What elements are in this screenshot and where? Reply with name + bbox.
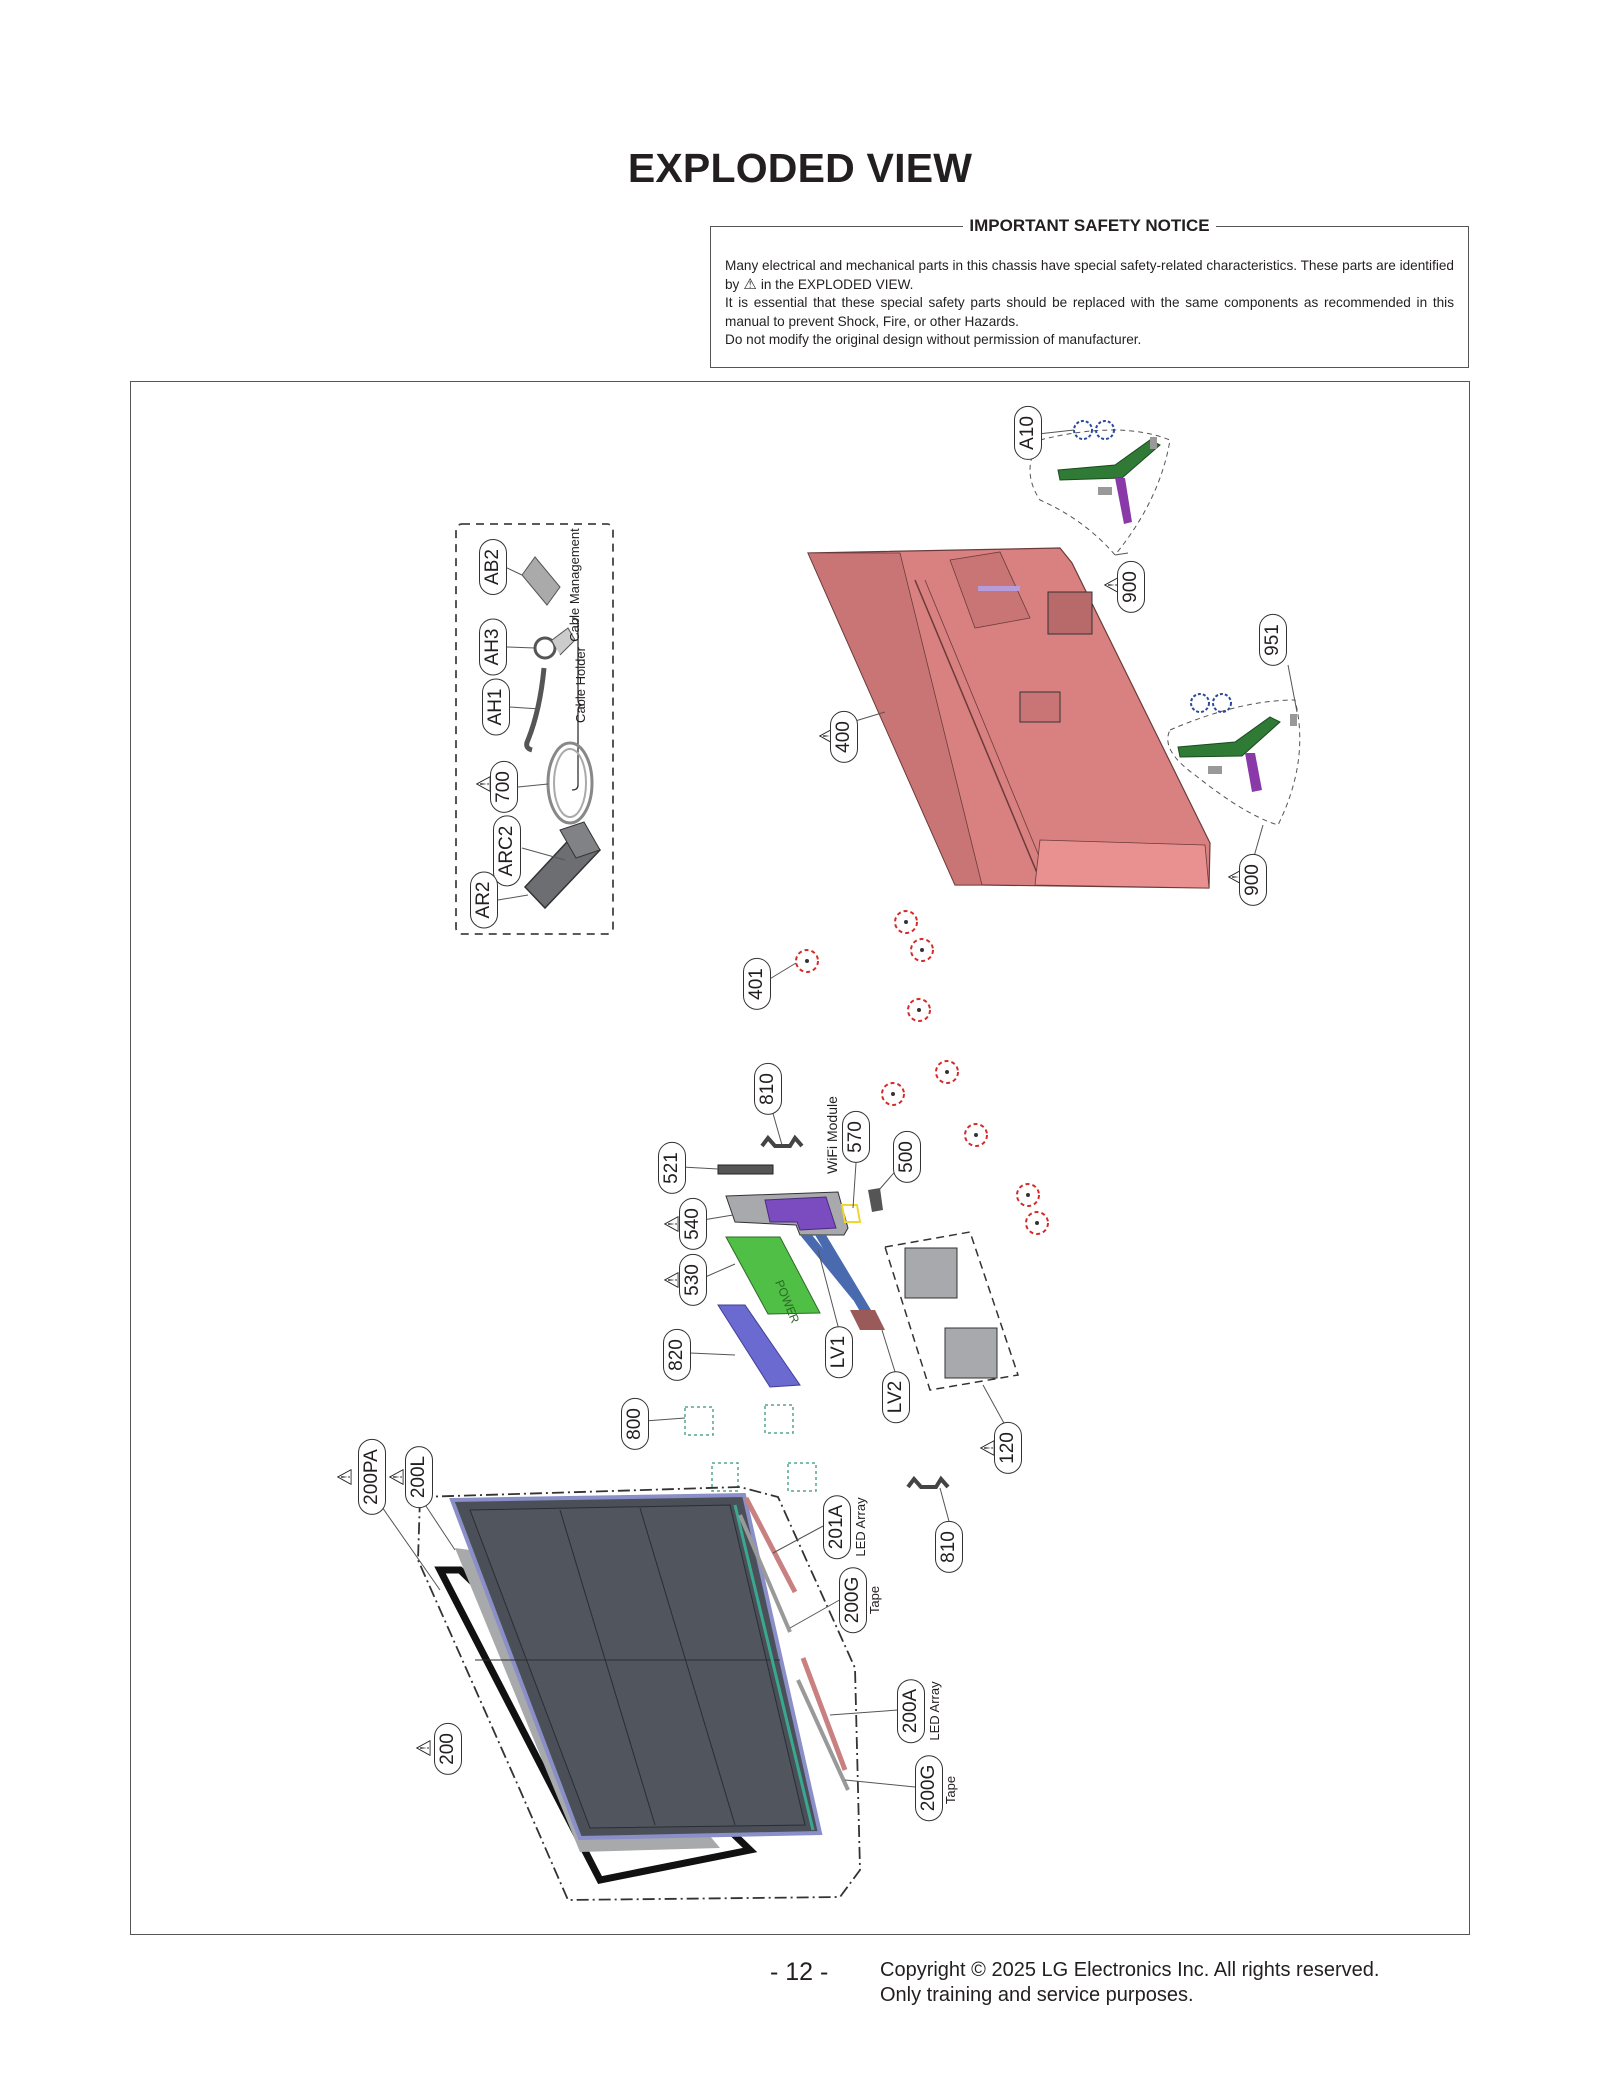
callout-700: 700 xyxy=(490,761,518,813)
callout-ah1: AH1 xyxy=(482,678,510,736)
callout-951: 951 xyxy=(1259,614,1287,666)
callout-200l: 200L xyxy=(405,1445,433,1509)
power-cord-icon xyxy=(546,741,594,825)
lvds-cable-2 xyxy=(850,1310,885,1330)
led-array-201a xyxy=(743,1496,798,1594)
safety-notice-body: Many electrical and mechanical parts in … xyxy=(725,257,1454,350)
callout-200: 200 xyxy=(434,1723,462,1775)
part-500 xyxy=(868,1188,883,1212)
part-521 xyxy=(717,1164,774,1175)
callout-120: 120 xyxy=(994,1422,1022,1474)
callout-lv1: LV1 xyxy=(825,1325,853,1379)
callout-570: 570 xyxy=(842,1111,870,1163)
cable-management-icon xyxy=(521,556,561,606)
callout-400: 400 xyxy=(830,711,858,763)
rear-cover xyxy=(807,547,1211,889)
callout-200a: 200A xyxy=(897,1678,925,1744)
copyright-notice: Copyright © 2025 LG Electronics Inc. All… xyxy=(880,1958,1379,2008)
callout-530: 530 xyxy=(679,1254,707,1306)
page-number: - 12 - xyxy=(770,1958,829,1986)
label-led-array-201a: LED Array xyxy=(853,1497,868,1557)
panel-assembly-outline xyxy=(417,1486,861,1901)
lcd-panel xyxy=(449,1492,823,1841)
bracket-810-top xyxy=(760,1134,804,1148)
exploded-view-frame xyxy=(130,381,1470,1935)
cable-tie-icon xyxy=(524,667,547,753)
main-board xyxy=(725,1191,862,1236)
callout-900-bottom: 900 xyxy=(1239,854,1267,906)
label-cable-management: Cable Management xyxy=(567,528,582,642)
label-led-array-200a: LED Array xyxy=(927,1681,942,1741)
copyright-line-1: Copyright © 2025 LG Electronics Inc. All… xyxy=(880,1959,1380,1981)
safety-notice-text-1: Many electrical and mechanical parts in … xyxy=(725,258,1454,292)
safety-notice-heading: IMPORTANT SAFETY NOTICE xyxy=(963,216,1216,235)
safety-notice-text-3: Do not modify the original design withou… xyxy=(725,332,1142,347)
callout-500: 500 xyxy=(893,1131,921,1183)
frame-200 xyxy=(434,1566,758,1884)
callout-800: 800 xyxy=(621,1398,649,1450)
speaker-box xyxy=(884,1231,1019,1391)
copyright-line-2: Only training and service purposes. xyxy=(880,1984,1194,2006)
speaker-left xyxy=(904,1247,958,1299)
callout-900-top: 900 xyxy=(1117,561,1145,613)
screws-red xyxy=(795,910,1049,1235)
safety-notice-text-2: It is essential that these special safet… xyxy=(725,295,1454,329)
warning-triangle-icon: ⚠ xyxy=(334,1468,357,1486)
label-tape-bottom: Tape xyxy=(943,1775,958,1805)
callout-201a: 201A xyxy=(823,1494,851,1560)
callout-810-bottom: 810 xyxy=(935,1521,963,1573)
callout-ah3: AH3 xyxy=(479,618,507,676)
accessory-box xyxy=(455,523,614,935)
callout-ar2: AR2 xyxy=(470,871,498,929)
label-cable-holder: Cable Holder xyxy=(573,647,588,723)
label-wifi-module: WiFi Module xyxy=(824,1096,840,1174)
callout-200pa: 200PA xyxy=(358,1439,386,1515)
callout-lv2: LV2 xyxy=(882,1370,910,1424)
bracket-810-bottom xyxy=(906,1475,950,1489)
led-array-200a xyxy=(800,1657,848,1771)
stand-assembly-bottom xyxy=(1167,699,1301,826)
callout-521: 521 xyxy=(658,1142,686,1194)
clips-800 xyxy=(684,1404,817,1492)
callout-200g-bottom: 200G xyxy=(915,1754,943,1822)
warning-triangle-icon: ⚠ xyxy=(413,1739,436,1757)
callout-810-top: 810 xyxy=(754,1063,782,1115)
label-tape-top: Tape xyxy=(867,1585,882,1615)
speaker-right xyxy=(944,1327,998,1379)
warning-triangle-icon: ⚠ xyxy=(743,275,757,293)
page-title: EXPLODED VIEW xyxy=(627,145,973,191)
callout-820: 820 xyxy=(663,1329,691,1381)
callout-200g-top: 200G xyxy=(839,1566,867,1634)
remote-control-icon xyxy=(523,821,602,910)
shield-sheet xyxy=(717,1304,801,1388)
stand-assembly-top xyxy=(1029,429,1171,556)
callout-arc2: ARC2 xyxy=(493,815,521,887)
safety-notice-box: IMPORTANT SAFETY NOTICE Many electrical … xyxy=(710,216,1469,368)
cable-holder-clamp-icon xyxy=(533,636,557,660)
callout-ab2: AB2 xyxy=(479,539,507,595)
safety-notice-text-1b: in the EXPLODED VIEW. xyxy=(760,276,914,292)
callout-401: 401 xyxy=(743,958,771,1010)
callout-a10: A10 xyxy=(1014,406,1042,460)
callout-540: 540 xyxy=(679,1198,707,1250)
